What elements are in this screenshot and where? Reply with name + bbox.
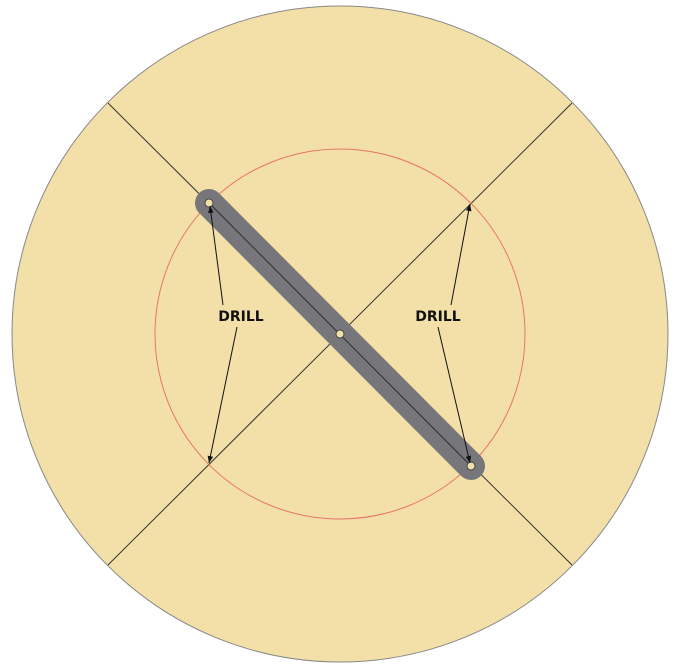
drill-hole-top-left [204, 198, 214, 208]
drill-hole-center [335, 329, 345, 339]
right-arrow-up [450, 203, 472, 306]
left-arrow-up [208, 205, 224, 306]
drill-label-right: DRILL [415, 309, 461, 325]
left-arrow-down [207, 326, 238, 464]
inner-reference-circle [154, 148, 526, 520]
drill-hole-bottom-right [466, 461, 476, 471]
drill-label-left: DRILL [218, 309, 264, 325]
right-arrow-down [437, 326, 472, 464]
